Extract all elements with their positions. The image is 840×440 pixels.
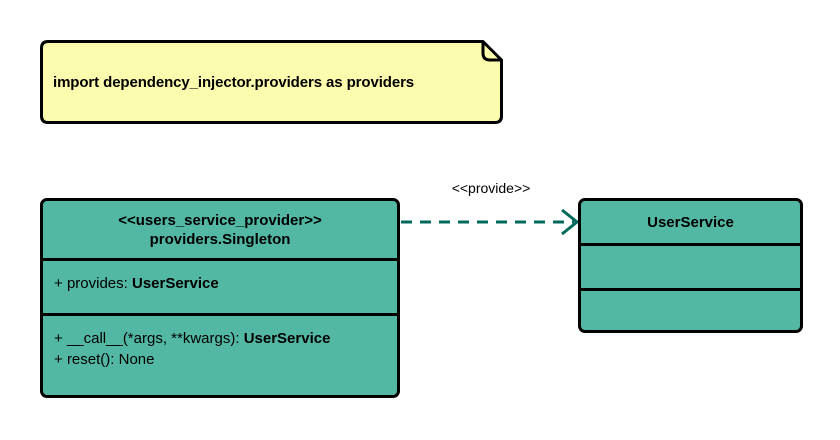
attribute-visibility: + bbox=[54, 275, 63, 292]
note-shape bbox=[40, 40, 503, 124]
provider-operations-compartment: + __call__(*args, **kwargs): UserService… bbox=[43, 313, 397, 395]
class-box-users-service-provider[interactable]: <<users_service_provider>> providers.Sin… bbox=[40, 198, 400, 398]
provider-stereotype: <<users_service_provider>> bbox=[118, 211, 322, 229]
operation-row: + reset(): None bbox=[54, 349, 397, 370]
class-box-user-service[interactable]: UserService bbox=[578, 198, 803, 333]
service-title-compartment: UserService bbox=[581, 201, 800, 243]
operation-type: UserService bbox=[243, 330, 331, 347]
dependency-label: <<provide>> bbox=[451, 180, 531, 196]
operation-visibility: + bbox=[54, 351, 63, 368]
attribute-label: provides: bbox=[66, 275, 128, 292]
operation-label: __call__(*args, **kwargs): bbox=[66, 330, 240, 347]
attribute-row: + provides: UserService bbox=[54, 273, 397, 294]
service-operations-compartment bbox=[581, 288, 800, 330]
operation-label: reset(): None bbox=[66, 351, 155, 368]
import-note: import dependency_injector.providers as … bbox=[40, 40, 503, 124]
provider-name: providers.Singleton bbox=[149, 230, 291, 248]
note-text: import dependency_injector.providers as … bbox=[53, 73, 415, 91]
service-name: UserService bbox=[647, 213, 734, 231]
dependency-link: <<provide>> bbox=[396, 180, 586, 240]
attribute-type: UserService bbox=[131, 275, 219, 292]
provider-title-compartment: <<users_service_provider>> providers.Sin… bbox=[43, 201, 397, 258]
service-attributes-compartment bbox=[581, 243, 800, 288]
operation-visibility: + bbox=[54, 330, 63, 347]
dependency-arrow-shape bbox=[401, 208, 580, 236]
operation-row: + __call__(*args, **kwargs): UserService bbox=[54, 328, 397, 349]
provider-attributes-compartment: + provides: UserService bbox=[43, 258, 397, 313]
